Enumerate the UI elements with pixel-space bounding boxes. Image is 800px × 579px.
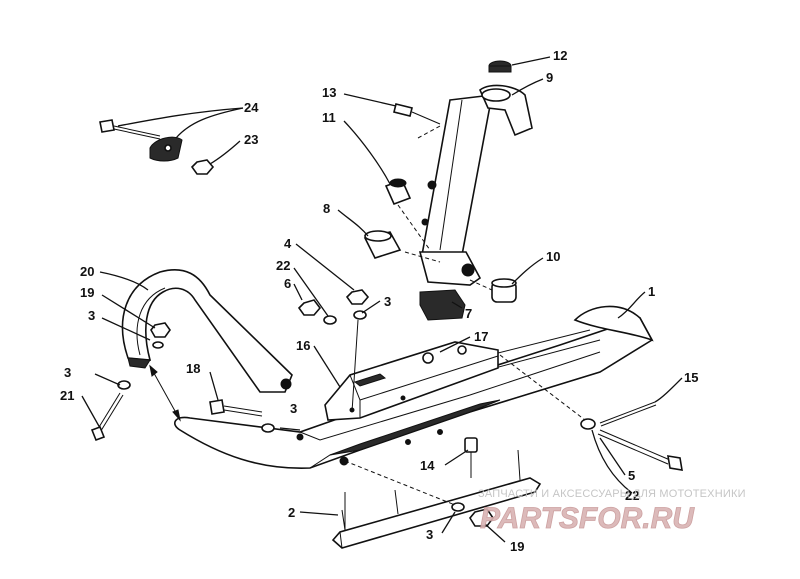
part-stud-14 [464,437,478,478]
callout-20: 20 [80,264,94,279]
part-bushing-upper [384,178,412,206]
callout-16: 16 [296,338,310,353]
callout-15: 15 [684,370,698,385]
watermark: ЗАПЧАСТИ И АКСЕССУАРЫ ДЛЯ МОТОТЕХНИКИ PA… [478,488,746,535]
part-washer-3d [261,423,275,433]
part-ski-saddle [324,341,499,421]
callout-2: 2 [288,505,295,520]
callout-22-nut: 22 [276,258,290,273]
callout-24: 24 [244,100,259,115]
callout-11: 11 [322,110,336,125]
callout-3-saddle: 3 [384,294,391,309]
callout-13: 13 [322,85,336,100]
part-washer-3c [117,380,131,390]
callout-12: 12 [553,48,567,63]
callout-22-bolt: 22 [625,488,639,503]
callout-8: 8 [323,201,330,216]
watermark-logo: PARTSFOR.RU [480,502,695,535]
part-washer-22b [580,418,596,430]
callout-21: 21 [60,388,74,403]
part-washer-22a [323,315,337,325]
part-nut-4 [345,289,370,305]
part-nut-23 [190,159,215,175]
part-rubber-block [419,289,466,321]
callout-18: 18 [186,361,200,376]
part-spindle [418,84,533,286]
part-grease-fitting [393,103,441,125]
part-wear-bar [331,449,542,549]
callout-17: 17 [474,329,488,344]
callout-10: 10 [546,249,560,264]
part-spacer [491,278,517,303]
part-bracket [149,136,183,162]
callout-3-bolt-18: 3 [290,401,297,416]
callout-3-loop: 3 [88,308,95,323]
part-nut-19a [150,322,171,338]
part-pin-15 [599,401,657,427]
assembly-centerlines [344,125,586,506]
callout-19-bottom: 19 [510,539,524,554]
callout-3-bolt-21: 3 [64,365,71,380]
callout-6: 6 [284,276,291,291]
callout-23: 23 [244,132,258,147]
part-bolt-18 [209,399,263,417]
part-bushing-lower [363,230,402,259]
callout-14: 14 [420,458,435,473]
part-bolt-24 [99,119,161,140]
callout-19-loop: 19 [80,285,94,300]
callout-1: 1 [648,284,655,299]
part-washer-3b [152,341,164,349]
part-bolt-21 [90,392,124,442]
callout-leaders [81,56,683,543]
callout-7: 7 [465,306,472,321]
watermark-caption: ЗАПЧАСТИ И АКСЕССУАРЫ ДЛЯ МОТОТЕХНИКИ [478,488,746,500]
callout-9: 9 [546,70,553,85]
callout-5: 5 [628,468,635,483]
callout-4: 4 [284,236,292,251]
part-nut-6 [297,299,322,316]
part-cap [488,60,512,73]
part-bolt-5 [597,429,683,471]
assembly-arrow [149,364,181,422]
callout-labels: 1 2 3 3 3 3 3 4 5 6 7 8 9 10 11 12 13 14… [60,48,698,554]
part-washer-3e [451,502,465,512]
part-ski-loop [121,268,293,393]
callout-3-bottom: 3 [426,527,433,542]
